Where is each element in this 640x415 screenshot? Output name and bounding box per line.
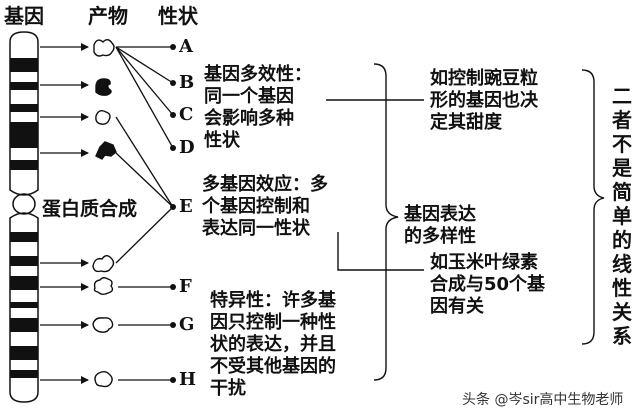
pea-example-text: 如控制豌豆粒 形的基因也决 定其甜度 <box>430 68 538 133</box>
conclusion-brace <box>581 69 605 345</box>
protein-3 <box>95 109 111 125</box>
trait-connectors <box>115 46 174 381</box>
watermark: 头条 @岑sir高中生物老师 <box>462 392 624 408</box>
chromosome-upper-arm <box>9 31 39 196</box>
polygenic-text: 多基因效应：多 个基因控制和 表达同一性状 <box>202 174 328 239</box>
trait-label-h: H <box>179 369 197 390</box>
chromosome-bands <box>10 58 38 378</box>
corn-example-text: 如玉米叶绿素 合成与50个基 因有关 <box>430 252 546 317</box>
header-trait: 性状 <box>158 4 198 28</box>
corn-connector <box>337 232 424 271</box>
trait-label-b: B <box>179 72 195 93</box>
chromosome <box>9 31 39 403</box>
trait-label-a: A <box>179 36 193 57</box>
diversity-brace <box>373 63 399 381</box>
pleiotropy-text: 基因多效性： 同一个基因 会影响多种 性状 <box>204 64 312 151</box>
protein-6 <box>93 277 114 295</box>
trait-label-e: E <box>179 196 193 217</box>
protein-7 <box>92 317 114 333</box>
trait-dots <box>170 44 176 383</box>
protein-1 <box>93 39 115 57</box>
gene-arrows <box>40 43 89 384</box>
conclusion-text: 二者不是简单的线性关系 <box>612 84 632 348</box>
chromosome-lower-arm <box>9 212 39 403</box>
trait-label-g: G <box>179 314 195 335</box>
diversity-text: 基因表达 的多样性 <box>404 204 476 247</box>
protein-2 <box>95 78 112 96</box>
centromere <box>12 193 36 215</box>
protein-8 <box>94 371 113 388</box>
specificity-text: 特异性：许多基 因只控制一种性 状的表达，并且 不受其他基因的 干扰 <box>210 290 336 399</box>
header-gene: 基因 <box>4 4 44 28</box>
protein-products <box>92 39 117 388</box>
protein-5 <box>92 255 115 273</box>
braces <box>326 63 605 381</box>
protein-4 <box>95 141 117 160</box>
header-product: 产物 <box>88 4 128 28</box>
trait-label-f: F <box>179 276 192 297</box>
protein-synthesis-label: 蛋白质合成 <box>42 198 138 220</box>
trait-label-d: D <box>179 137 195 158</box>
trait-label-c: C <box>179 104 194 125</box>
